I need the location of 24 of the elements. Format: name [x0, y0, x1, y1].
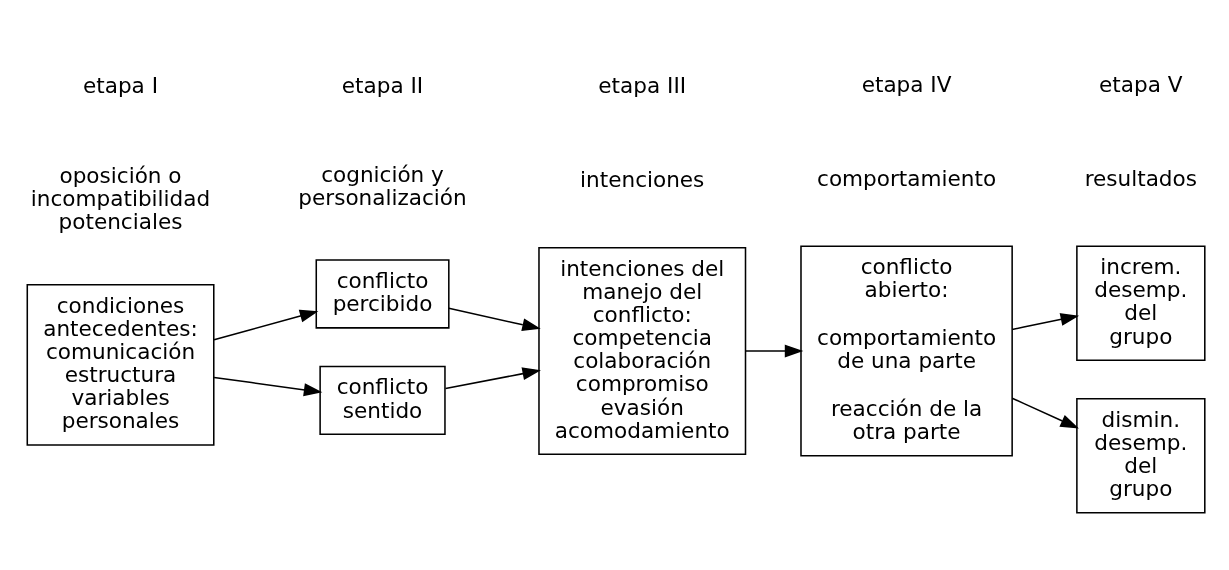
node-box: conflicto sentido — [319, 365, 446, 435]
label: cognición y personalización — [298, 161, 467, 210]
label: intenciones — [580, 166, 705, 192]
arrow — [448, 307, 541, 331]
label: etapa I — [83, 72, 159, 98]
node-box: dismin. desemp. del grupo — [1076, 397, 1206, 514]
node-box: condiciones antecedentes: comunicación estructura variables personales — [26, 283, 215, 446]
node-box: increm. desemp. del grupo — [1076, 244, 1206, 361]
node-box: conflicto abierto: comportamiento de una parte reacción de la otra parte — [800, 244, 1013, 457]
label: etapa V — [1099, 71, 1183, 97]
arrow — [213, 309, 319, 340]
label: etapa IV — [861, 71, 952, 97]
arrow — [444, 366, 541, 389]
node-box: conflicto percibido — [315, 258, 450, 329]
label: etapa III — [598, 72, 687, 98]
label: etapa II — [341, 72, 424, 98]
arrow — [744, 344, 804, 357]
arrow — [1011, 396, 1079, 428]
node-box: intenciones del manejo del conflicto: competencia colaboración compromiso evasión acomodamiento — [538, 246, 747, 455]
arrow — [213, 376, 323, 396]
label: comportamiento — [817, 165, 997, 191]
label: resultados — [1084, 165, 1198, 191]
label: oposición o incompatibilidad potenciales — [30, 162, 211, 234]
arrow — [1011, 312, 1080, 330]
